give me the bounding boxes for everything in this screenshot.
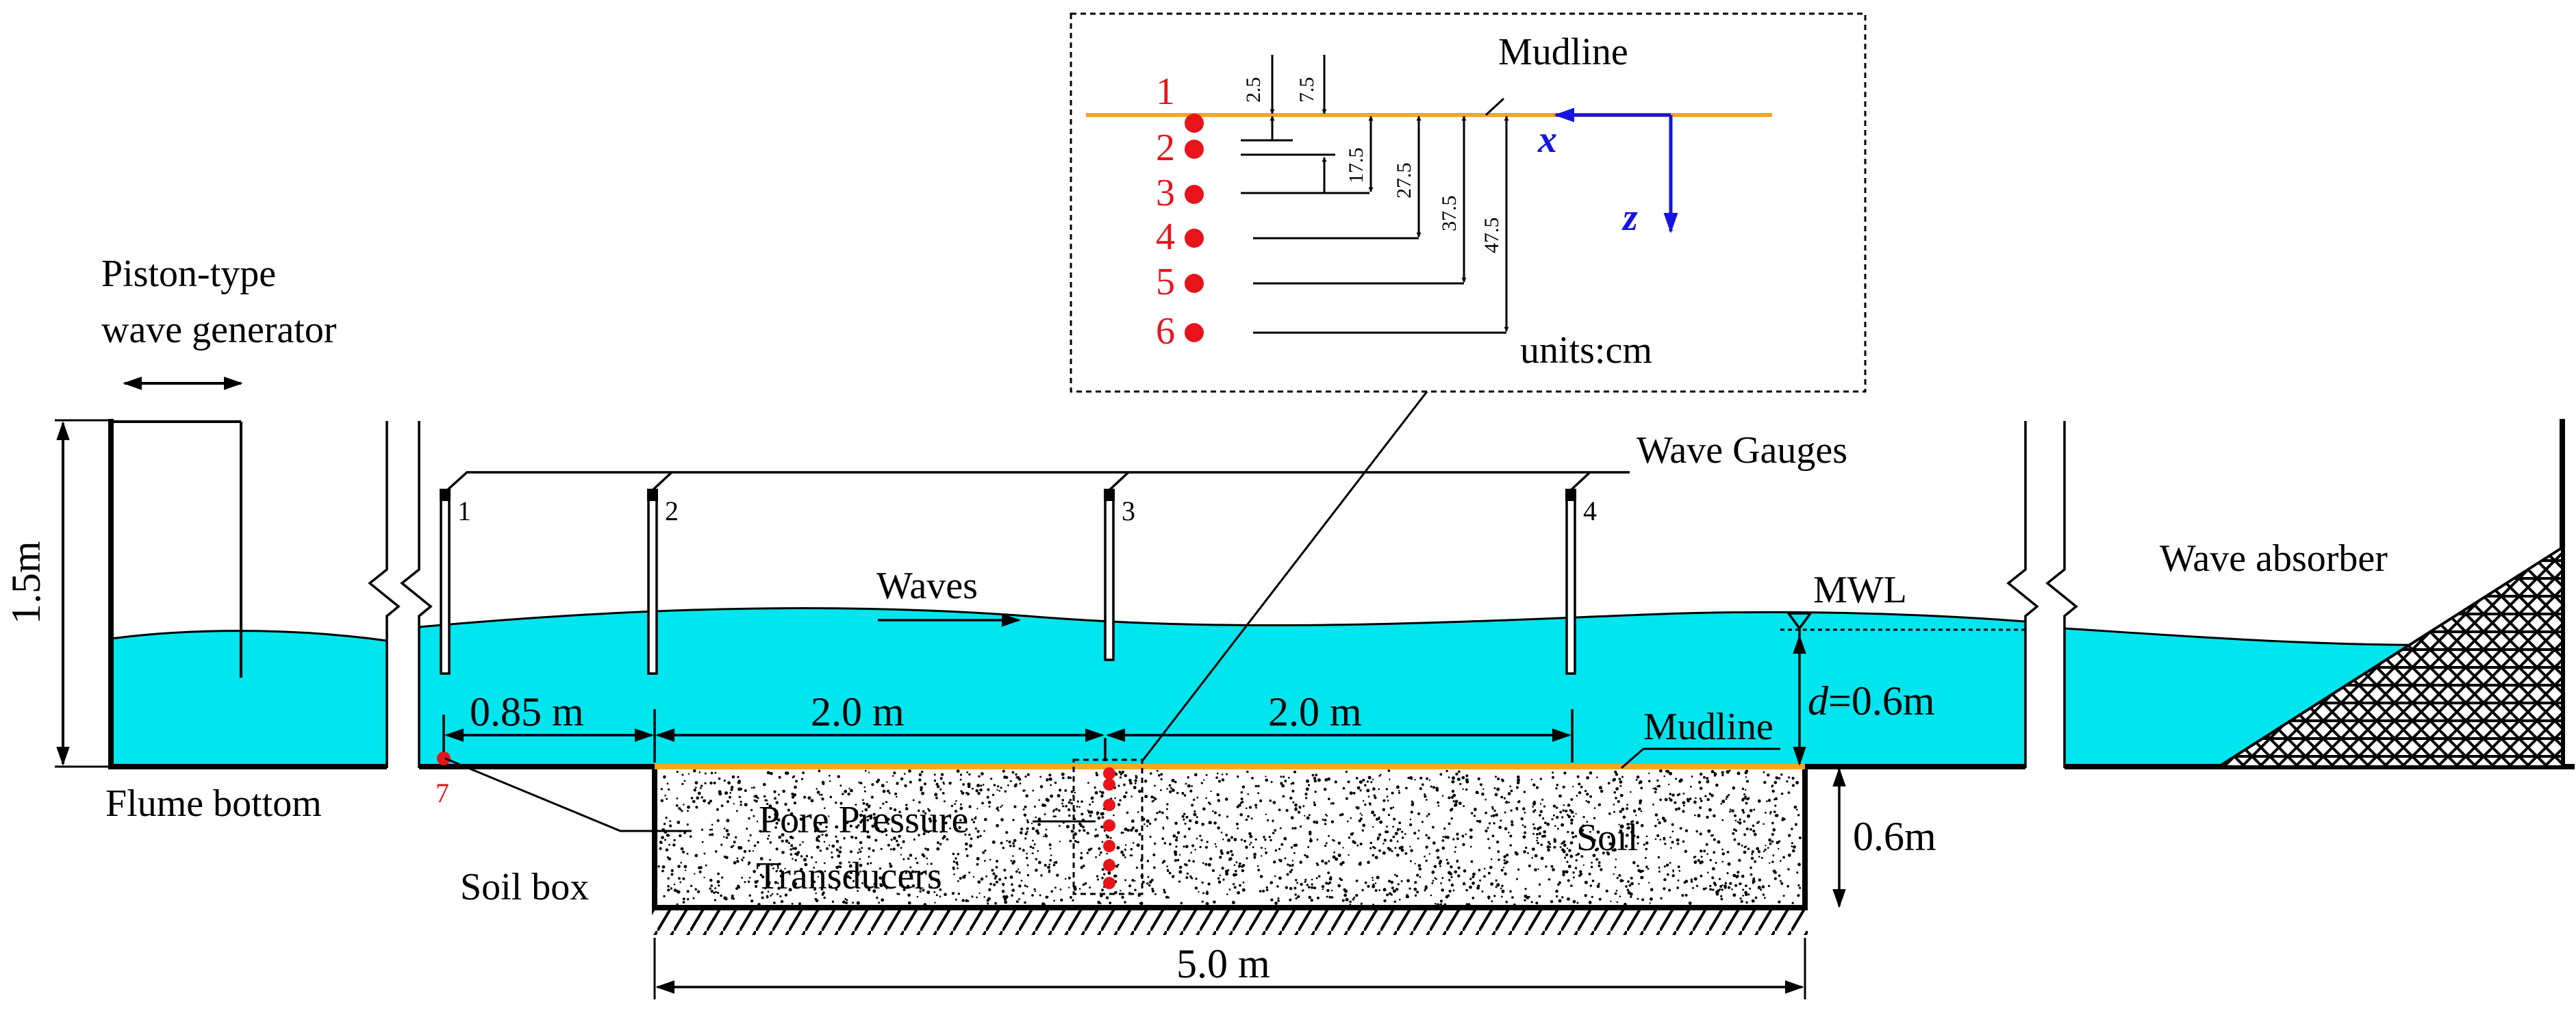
inset-sensor-4	[1185, 229, 1204, 248]
inset-units-label: units:cm	[1520, 329, 1652, 372]
soil-label: Soil	[1576, 817, 1638, 859]
ground-hatch	[652, 910, 1808, 935]
wave-gauge-head-2	[647, 489, 658, 501]
soil-region	[652, 767, 1808, 909]
ppt-sensors	[1103, 767, 1115, 889]
ppt-dot	[1103, 778, 1115, 791]
distance-label-2: 2.0 m	[811, 689, 905, 734]
soil-texture	[657, 769, 1802, 907]
water-depth-label: d=0.6m	[1808, 678, 1935, 724]
inset-mudline-label: Mudline	[1498, 31, 1628, 73]
soil-box-label: Soil box	[460, 866, 589, 908]
inset-sensor-label-5: 5	[1156, 261, 1175, 303]
inset-sensor-label-1: 1	[1156, 71, 1175, 113]
inset-depth-label: 37.5	[1438, 196, 1461, 232]
transducer-7-marker	[437, 752, 451, 765]
distance-label-3: 2.0 m	[1268, 689, 1362, 734]
wave-absorber-label: Wave absorber	[2160, 537, 2388, 580]
wave-gauge-4	[1565, 494, 1576, 675]
inset-sensor-5	[1185, 274, 1204, 293]
mudline-label: Mudline	[1643, 706, 1773, 748]
transducer-7-label: 7	[435, 778, 449, 808]
waves-label: Waves	[876, 565, 978, 607]
water-body	[110, 607, 2466, 768]
inset-depth-dimensions: 2.5 7.5 17.5 27.5 37.5 47.5	[1241, 55, 1509, 334]
ppt-label-line2: Transducers	[756, 855, 942, 897]
soil-box-leader	[444, 757, 692, 832]
wave-gauge-head-1	[440, 489, 451, 501]
water-main-section	[418, 607, 2027, 768]
wave-gauge-label-1: 1	[457, 496, 471, 526]
water-left-section	[110, 630, 388, 768]
total-length-label: 5.0 m	[1176, 941, 1270, 986]
inset-mudline-leader	[1485, 97, 1505, 116]
ppt-dot	[1103, 799, 1115, 811]
inset-sensor-label-2: 2	[1156, 127, 1175, 169]
wave-gauge-leader	[445, 471, 1630, 492]
wave-gauges-label: Wave Gauges	[1637, 429, 1847, 472]
inset-depth-label: 2.5	[1242, 77, 1265, 103]
inset-sensor-2	[1185, 140, 1204, 159]
inset-depth-label: 47.5	[1480, 218, 1503, 254]
axis-z-label: z	[1621, 196, 1638, 239]
inset-sensor-3	[1185, 185, 1204, 204]
wall-break-symbols	[368, 421, 2078, 768]
wave-gauge-1	[440, 494, 451, 675]
ppt-dot	[1103, 877, 1115, 889]
wave-absorber-slope	[2214, 545, 2564, 768]
height-label: 1.5m	[3, 541, 49, 624]
axis-x-label: x	[1537, 118, 1557, 161]
ppt-dot	[1103, 819, 1115, 832]
generator-label-line1: Piston-type	[101, 253, 276, 295]
wave-gauge-2	[647, 494, 658, 675]
water-depth-var: d	[1808, 678, 1829, 724]
inset-frame	[1070, 12, 1867, 393]
water-depth-val: =0.6m	[1828, 678, 1935, 724]
ppt-zoom-box	[1072, 758, 1144, 895]
wave-gauge-label-2: 2	[665, 496, 679, 526]
mwl-label: MWL	[1813, 569, 1907, 611]
generator-label-line2: wave generator	[101, 309, 337, 351]
wave-gauges: 1 2 3 4	[440, 471, 1597, 675]
ppt-label-line1: Pore Pressure	[759, 799, 968, 841]
wave-gauge-head-3	[1104, 489, 1115, 501]
ppt-dot	[1103, 840, 1115, 852]
inset-sensor-label-3: 3	[1156, 172, 1175, 214]
wave-gauge-head-4	[1565, 489, 1576, 501]
ppt-dot	[1103, 767, 1115, 780]
inset-sensor-label-6: 6	[1156, 310, 1175, 353]
soil-depth-label: 0.6m	[1853, 814, 1936, 859]
mudline-leader	[1621, 747, 1644, 769]
inset-sensor-1	[1185, 114, 1204, 133]
flume-bottom-label: Flume bottom	[105, 782, 322, 825]
inset-depth-label: 17.5	[1345, 148, 1367, 184]
piston-paddle	[111, 420, 242, 678]
wave-gauge-3	[1104, 494, 1115, 661]
inset-depth-label: 7.5	[1296, 77, 1318, 103]
ppt-dot	[1103, 859, 1115, 871]
distance-label-1: 0.85 m	[470, 689, 584, 734]
inset-sensor-label-4: 4	[1156, 216, 1175, 258]
wave-gauge-label-4: 4	[1583, 496, 1597, 526]
wave-gauge-label-3: 3	[1122, 496, 1135, 526]
inset-sensor-6	[1185, 323, 1204, 342]
inset-depth-label: 27.5	[1393, 163, 1415, 199]
inset-callout-line	[1141, 391, 1428, 762]
